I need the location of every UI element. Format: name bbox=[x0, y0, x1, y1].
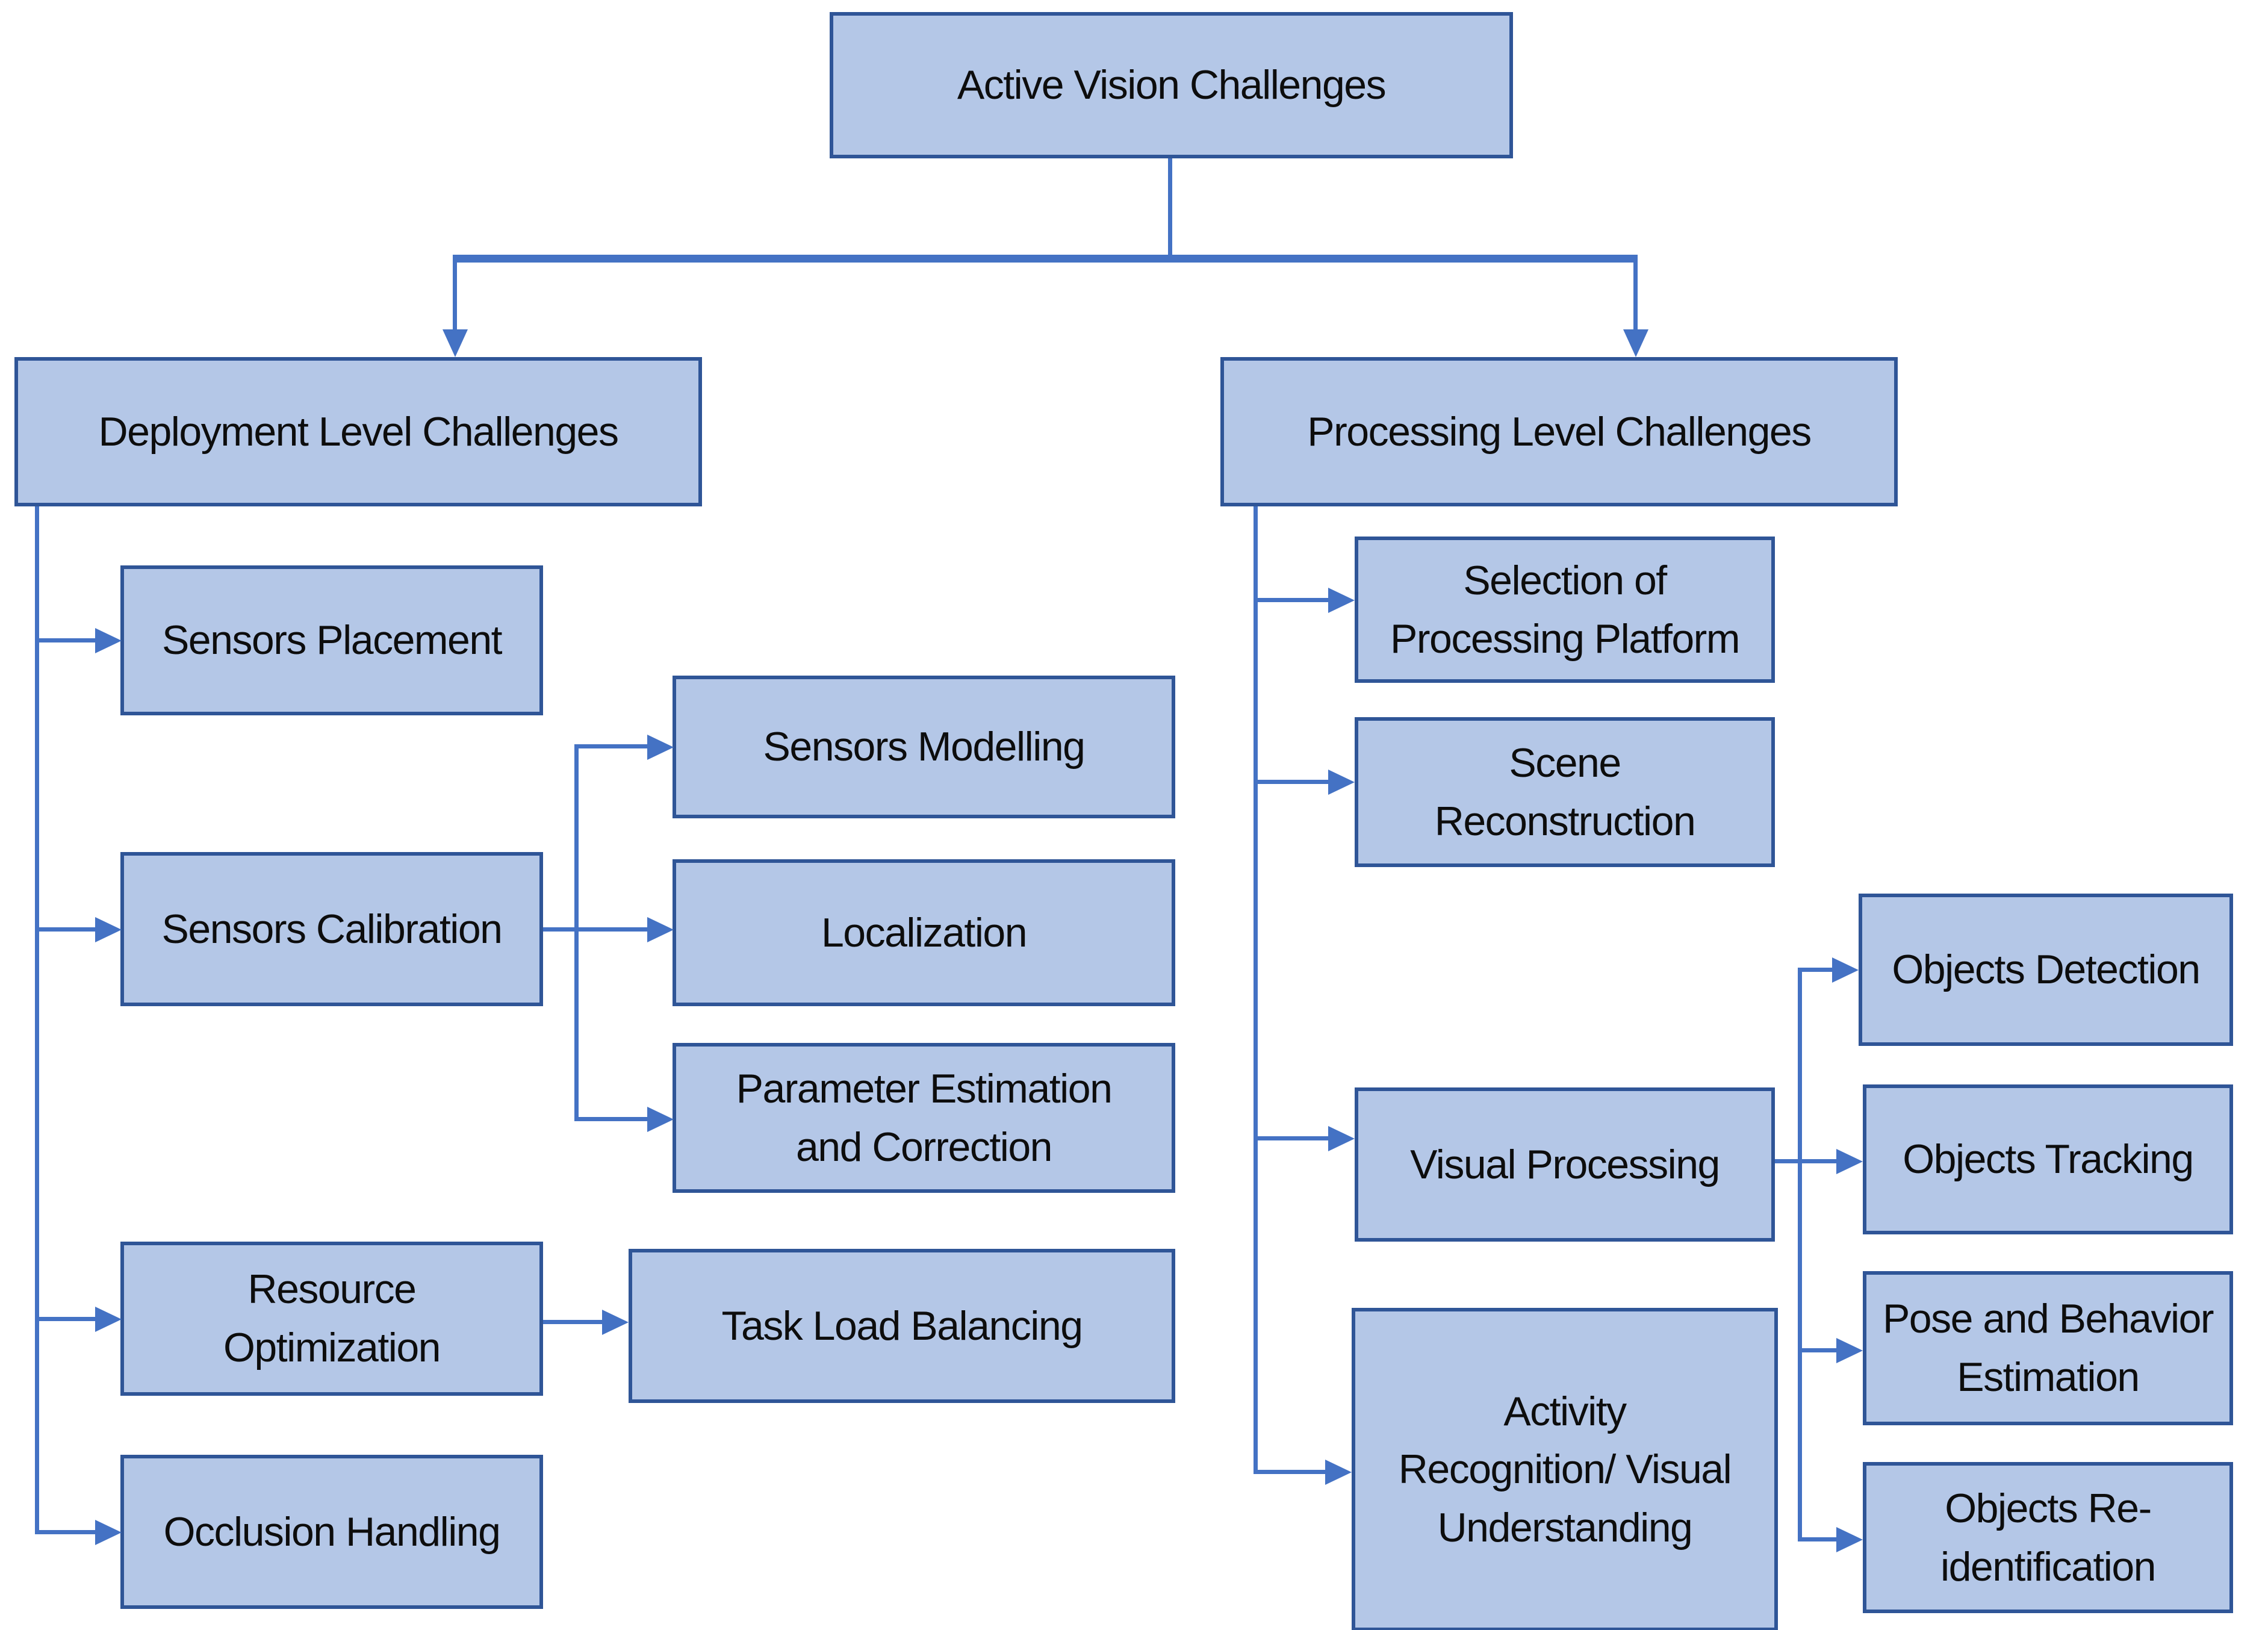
arrowhead-to-sensors-modelling bbox=[647, 735, 674, 760]
connector-to-resource-optimization bbox=[35, 1317, 96, 1321]
connector-drop-deployment bbox=[453, 255, 457, 331]
arrowhead-to-scene-reconstruction bbox=[1328, 770, 1355, 795]
node-parameter-estimation-and-correction: Parameter Estimation and Correction bbox=[673, 1043, 1175, 1193]
node-processing-level-challenges: Processing Level Challenges bbox=[1220, 357, 1898, 506]
node-objects-detection: Objects Detection bbox=[1859, 894, 2233, 1046]
arrowhead-to-deployment bbox=[443, 329, 468, 357]
arrowhead-to-activity-recognition bbox=[1325, 1460, 1352, 1485]
connector-to-occlusion-handling bbox=[35, 1530, 96, 1534]
node-deployment-level-challenges: Deployment Level Challenges bbox=[14, 357, 702, 506]
connector-calibration-spine bbox=[574, 744, 579, 1121]
arrowhead-to-parameter-estimation bbox=[647, 1107, 674, 1132]
connector-to-task-load-balancing bbox=[543, 1320, 603, 1324]
connector-to-objects-detection bbox=[1798, 968, 1833, 972]
connector-processing-spine bbox=[1254, 506, 1258, 1472]
connector-calibration-stub bbox=[543, 927, 579, 932]
connector-drop-processing bbox=[1633, 255, 1638, 331]
connector-to-objects-reid bbox=[1798, 1537, 1838, 1541]
node-sensors-placement: Sensors Placement bbox=[120, 565, 543, 715]
node-selection-of-processing-platform: Selection of Processing Platform bbox=[1355, 537, 1775, 683]
connector-root-stem bbox=[1168, 158, 1172, 257]
node-activity-recognition-visual-understanding: Activity Recognition/ Visual Understandi… bbox=[1352, 1308, 1778, 1630]
arrowhead-to-resource-optimization bbox=[95, 1307, 122, 1332]
node-scene-reconstruction: Scene Reconstruction bbox=[1355, 717, 1775, 867]
arrowhead-to-processing bbox=[1623, 329, 1648, 357]
arrowhead-to-localization bbox=[647, 917, 674, 942]
arrowhead-to-task-load-balancing bbox=[602, 1310, 629, 1335]
connector-to-parameter-estimation bbox=[574, 1117, 647, 1121]
connector-to-localization bbox=[574, 927, 647, 932]
node-task-load-balancing: Task Load Balancing bbox=[629, 1249, 1175, 1403]
node-sensors-modelling: Sensors Modelling bbox=[673, 676, 1175, 818]
connector-to-selection-platform bbox=[1254, 598, 1329, 602]
connector-to-sensors-placement bbox=[35, 638, 96, 642]
connector-deployment-spine bbox=[35, 506, 39, 1534]
connector-visual-spine bbox=[1798, 968, 1802, 1540]
connector-to-pose-behavior bbox=[1798, 1348, 1838, 1352]
arrowhead-to-selection-platform bbox=[1328, 588, 1355, 613]
node-visual-processing: Visual Processing bbox=[1355, 1087, 1775, 1242]
arrowhead-to-sensors-calibration bbox=[95, 917, 122, 942]
connector-to-activity-recognition bbox=[1254, 1470, 1326, 1474]
connector-visual-processing-stub bbox=[1775, 1159, 1802, 1163]
connector-to-sensors-calibration bbox=[35, 927, 96, 932]
arrowhead-to-sensors-placement bbox=[95, 628, 122, 653]
connector-to-sensors-modelling bbox=[574, 744, 647, 748]
arrowhead-to-occlusion-handling bbox=[95, 1520, 122, 1545]
connector-to-scene-reconstruction bbox=[1254, 780, 1329, 784]
arrowhead-to-objects-tracking bbox=[1836, 1149, 1863, 1174]
node-objects-re-identification: Objects Re- identification bbox=[1863, 1462, 2233, 1613]
node-objects-tracking: Objects Tracking bbox=[1863, 1084, 2233, 1234]
node-pose-and-behavior-estimation: Pose and Behavior Estimation bbox=[1863, 1271, 2233, 1425]
arrowhead-to-visual-processing bbox=[1328, 1126, 1355, 1151]
connector-root-crossbar bbox=[453, 255, 1638, 263]
node-resource-optimization: Resource Optimization bbox=[120, 1242, 543, 1396]
node-localization: Localization bbox=[673, 859, 1175, 1006]
arrowhead-to-objects-detection bbox=[1832, 957, 1859, 983]
node-occlusion-handling: Occlusion Handling bbox=[120, 1455, 543, 1609]
node-sensors-calibration: Sensors Calibration bbox=[120, 852, 543, 1006]
arrowhead-to-objects-reid bbox=[1836, 1527, 1863, 1552]
connector-to-objects-tracking bbox=[1798, 1159, 1838, 1163]
arrowhead-to-pose-behavior bbox=[1836, 1338, 1863, 1363]
connector-to-visual-processing bbox=[1254, 1136, 1329, 1140]
node-active-vision-challenges: Active Vision Challenges bbox=[830, 12, 1513, 158]
